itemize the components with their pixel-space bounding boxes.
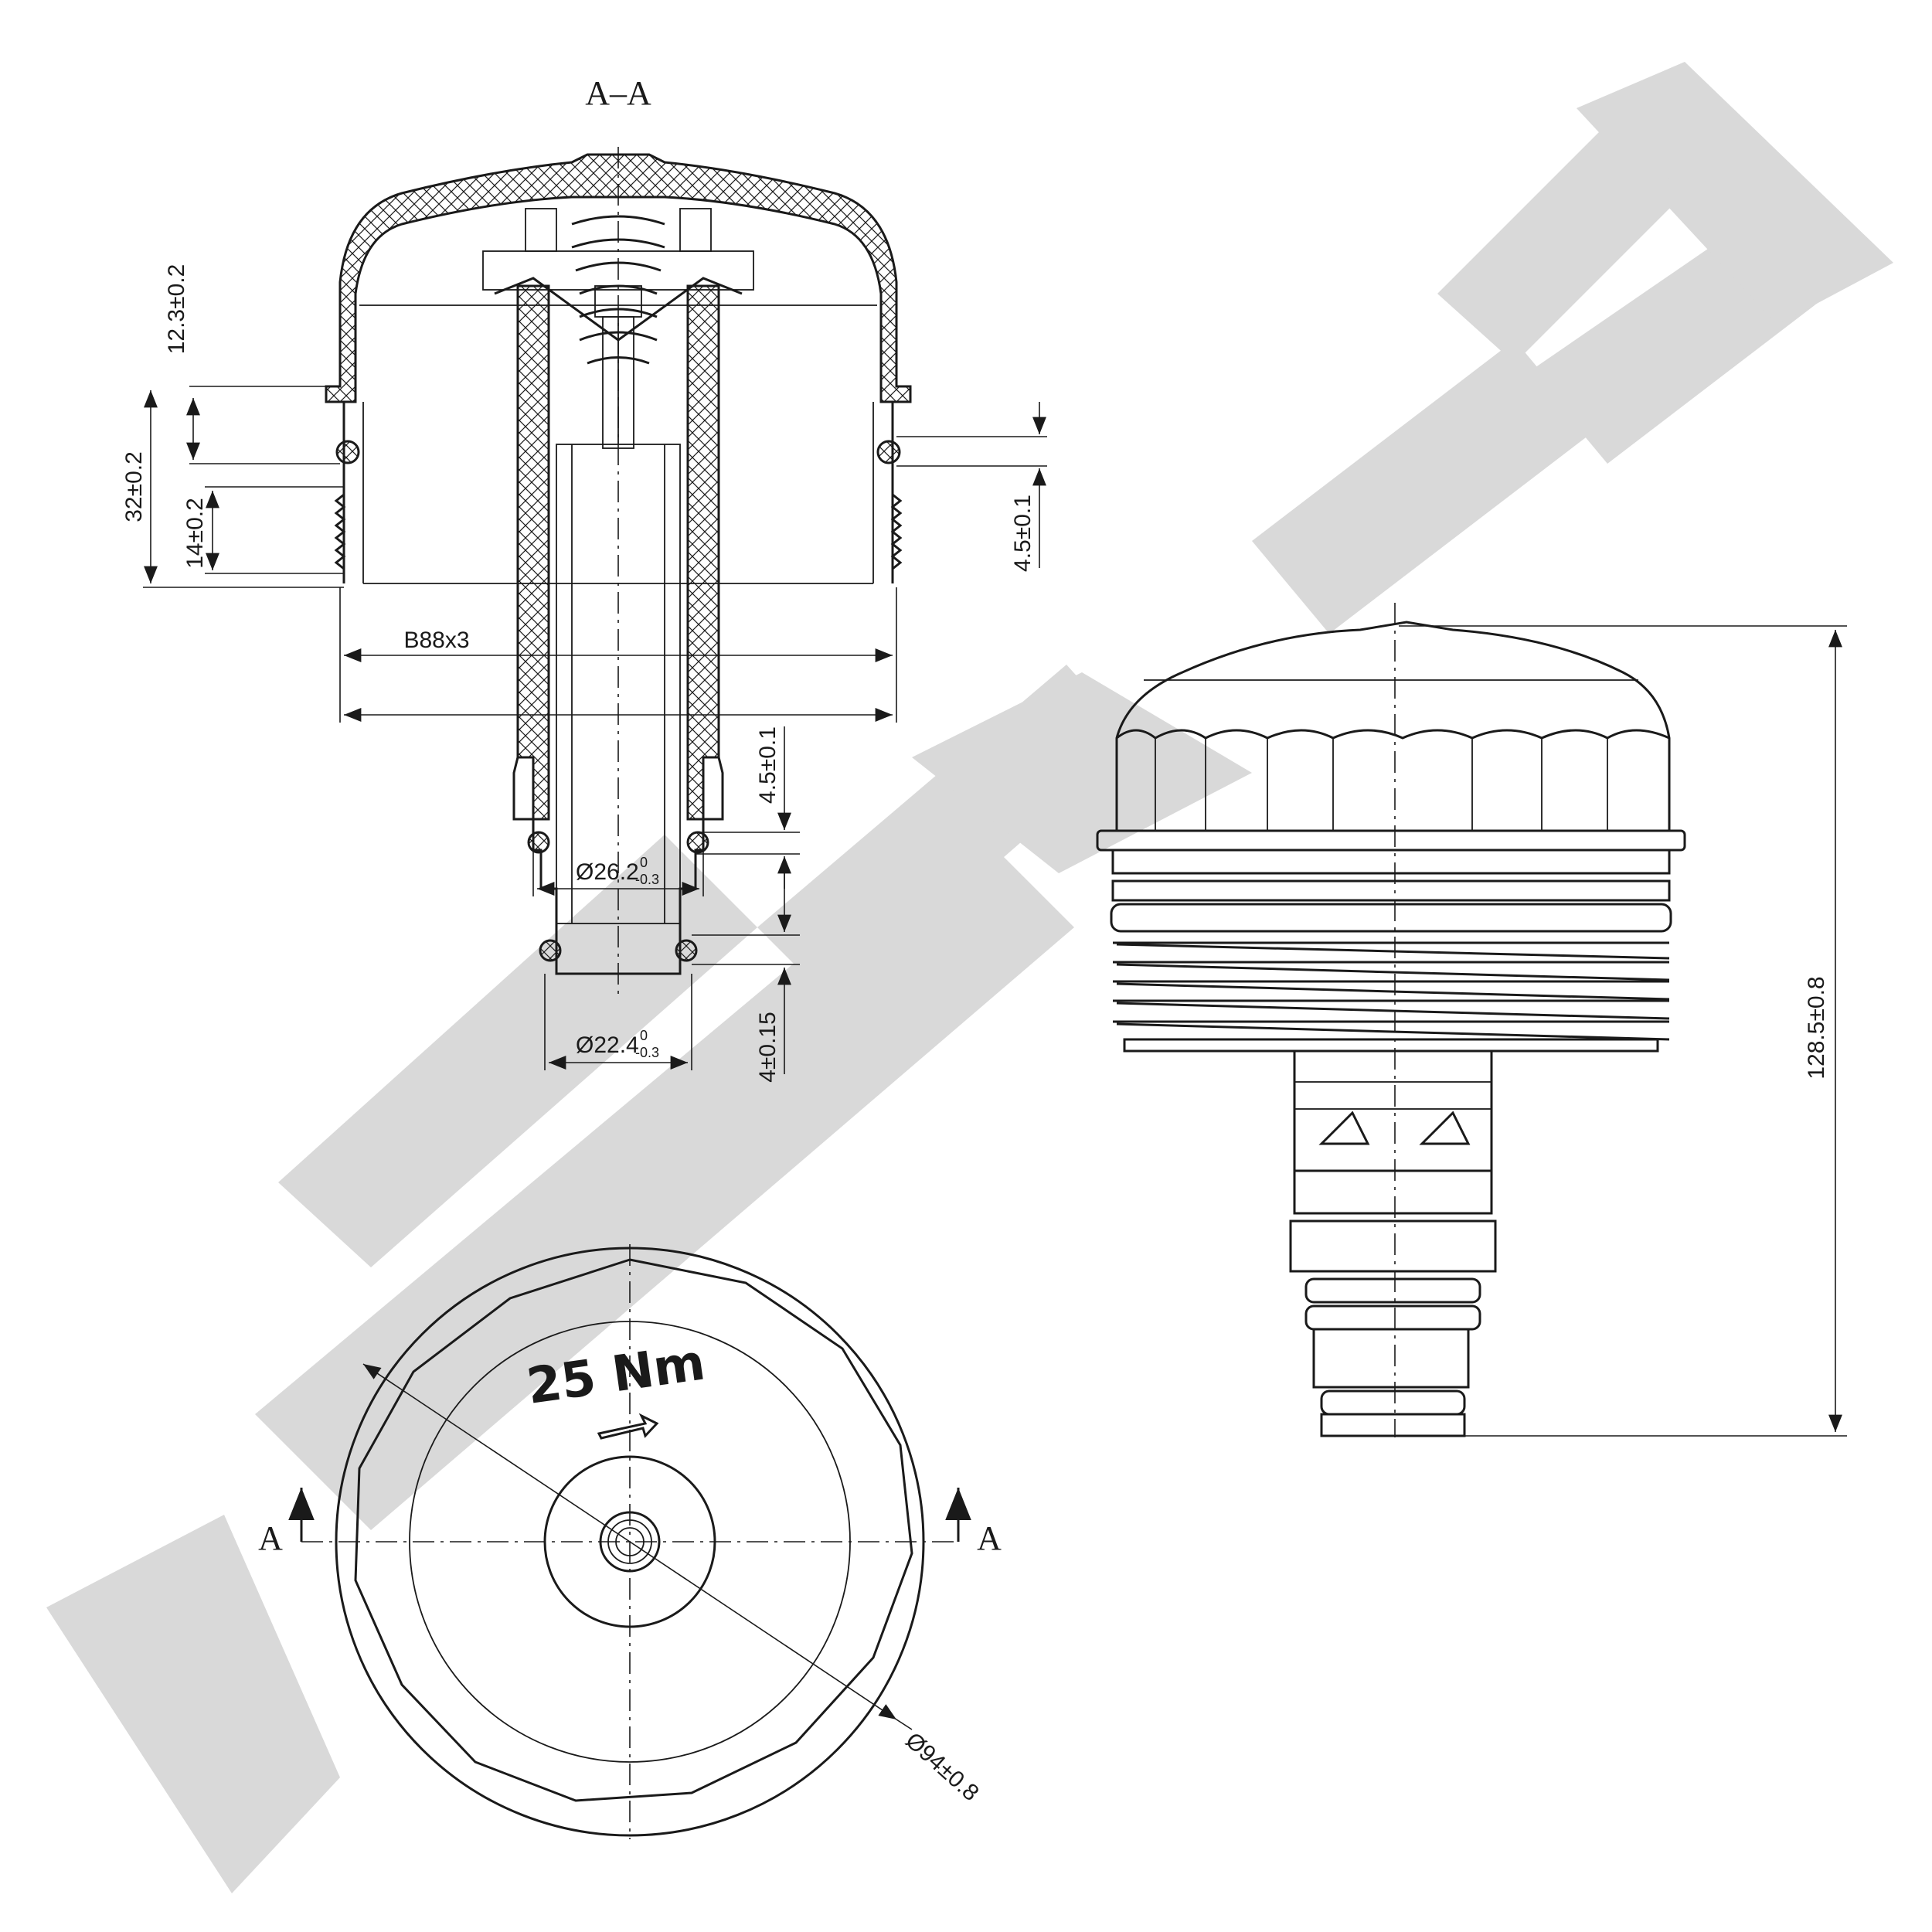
dim-12-3: 12.3±0.2 xyxy=(164,264,189,355)
watermark xyxy=(46,62,1893,1893)
dim-22-4: Ø22.4 xyxy=(576,1032,639,1058)
dim-4-stem: 4±0.15 xyxy=(755,1012,781,1083)
dim-14: 14±0.2 xyxy=(182,498,208,569)
dim-26-2-tol-top: 0 xyxy=(640,855,648,870)
section-view: A–A xyxy=(121,74,1047,1083)
cap-shell xyxy=(325,153,912,403)
dim-thread: B88x3 xyxy=(403,628,469,653)
side-view: 128.5±0.8 xyxy=(1096,603,1847,1437)
dim-32: 32±0.2 xyxy=(121,451,147,522)
dim-outer: Ø94±0.8 xyxy=(900,1728,983,1806)
dim-22-4-tol-bottom: -0.3 xyxy=(635,1045,659,1060)
torque-arrow-icon xyxy=(597,1413,659,1440)
cap-threads xyxy=(1113,941,1670,1041)
dim-26-2-tol-bottom: -0.3 xyxy=(635,872,659,887)
dim-26-2: Ø26.2 xyxy=(576,859,639,885)
section-marker-right: A xyxy=(977,1519,1002,1557)
section-marker-left: A xyxy=(258,1519,283,1557)
central-tube xyxy=(516,284,550,821)
dim-4-5-right: 4.5±0.1 xyxy=(1010,495,1036,572)
dim-height: 128.5±0.8 xyxy=(1804,976,1829,1079)
section-title: A–A xyxy=(585,74,651,112)
dim-22-4-tol-top: 0 xyxy=(640,1028,648,1043)
dim-4-5-stem: 4.5±0.1 xyxy=(755,726,781,804)
